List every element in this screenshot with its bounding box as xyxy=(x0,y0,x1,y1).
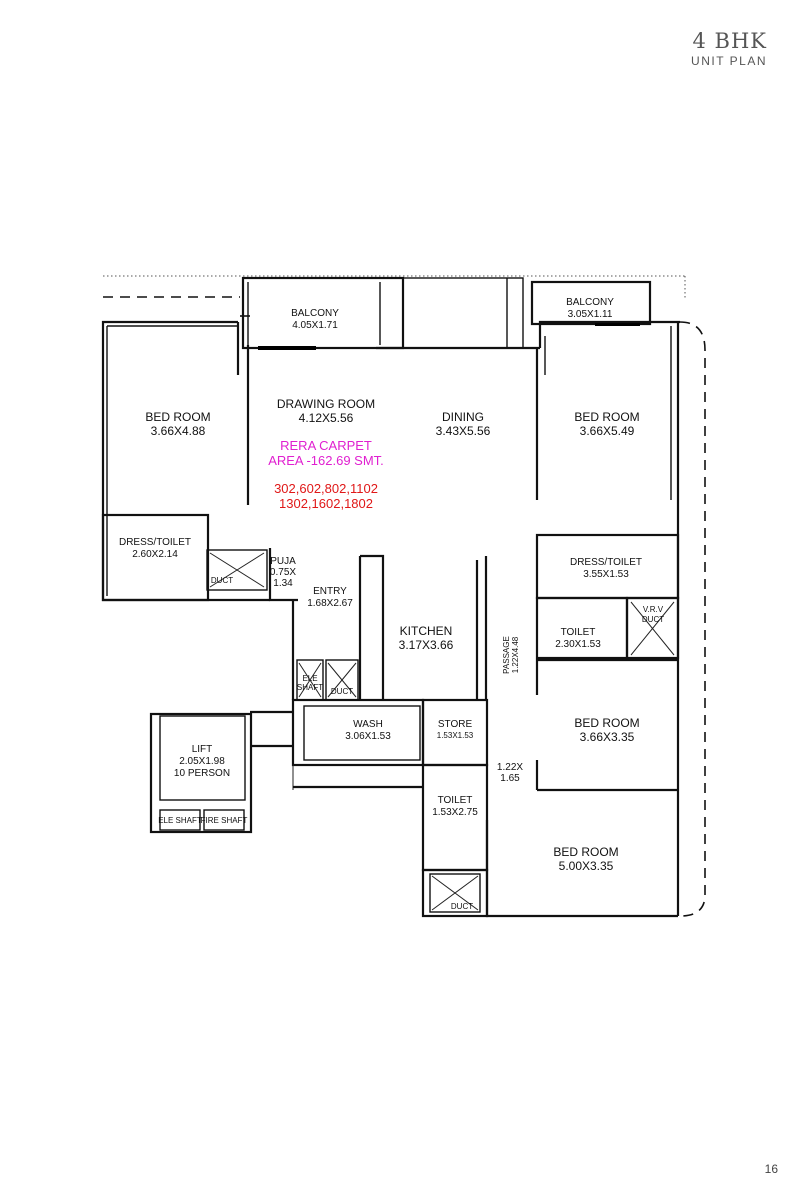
entry-size: 1.68X2.67 xyxy=(307,598,353,609)
bedroom-right-mid xyxy=(535,658,678,792)
puja-room xyxy=(268,548,298,602)
lift-name: LIFT xyxy=(192,744,213,755)
balcony-right-name: BALCONY xyxy=(566,297,614,308)
ele-shaft-small-label-2: SHAFT xyxy=(297,683,323,692)
toilet-lower-name: TOILET xyxy=(438,795,473,806)
wash-store xyxy=(291,698,489,790)
plan-type-title: 4 BHK xyxy=(692,29,767,53)
dress-toilet-left-size: 2.60X2.14 xyxy=(132,549,178,560)
vrv-duct xyxy=(625,596,680,660)
dress-toilet-right-name: DRESS/TOILET xyxy=(570,557,642,568)
drawing-room-name: DRAWING ROOM xyxy=(277,397,375,411)
bedroom-right-mid-size: 3.66X3.35 xyxy=(580,730,635,744)
passage-name: PASSAGE xyxy=(502,636,511,674)
unit-numbers-line1: 302,602,802,1102 xyxy=(274,481,378,496)
duct-lower xyxy=(421,868,489,918)
toilet-lower-size: 1.53X2.75 xyxy=(432,807,478,818)
balcony-right xyxy=(530,280,652,326)
page-number: 16 xyxy=(764,1162,778,1176)
entry-name: ENTRY xyxy=(313,586,347,597)
fire-shaft-label: FIRE SHAFT xyxy=(201,816,248,825)
vrv-duct-label-1: V.R.V xyxy=(643,605,664,614)
puja-label-3: 1.34 xyxy=(273,578,293,589)
lift-capacity: 10 PERSON xyxy=(174,768,230,779)
kitchen-size: 3.17X3.66 xyxy=(399,638,454,652)
puja-label-1: PUJA xyxy=(270,556,296,567)
unit-numbers-line2: 1302,1602,1802 xyxy=(279,496,373,511)
wash-name: WASH xyxy=(353,719,383,730)
bedroom-right-mid-name: BED ROOM xyxy=(574,716,639,730)
store-size: 1.53X1.53 xyxy=(437,731,474,740)
wash-size: 3.06X1.53 xyxy=(345,731,391,742)
dress-toilet-left-name: DRESS/TOILET xyxy=(119,537,191,548)
duct-lower-label: DUCT xyxy=(451,902,473,911)
toilet-mid-size: 2.30X1.53 xyxy=(555,639,601,650)
bedroom-bottom-name: BED ROOM xyxy=(553,845,618,859)
balcony-left-name: BALCONY xyxy=(291,308,339,319)
dining-size: 3.43X5.56 xyxy=(436,424,491,438)
balcony-right-size: 3.05X1.11 xyxy=(568,309,613,320)
dress-toilet-right-size: 3.55X1.53 xyxy=(583,569,629,580)
drawing-room-size: 4.12X5.56 xyxy=(299,411,354,425)
rera-carpet-label: RERA CARPET xyxy=(280,438,372,453)
puja-label-2: 0.75X xyxy=(270,567,296,578)
bedroom-right-top-name: BED ROOM xyxy=(574,410,639,424)
dining-name: DINING xyxy=(442,410,484,424)
vrv-duct-label-2: DUCT xyxy=(642,615,664,624)
bedroom-bottom-size: 5.00X3.35 xyxy=(559,859,614,873)
outer-walls xyxy=(101,320,706,917)
ele-shaft-small-label-1: ELE xyxy=(302,674,317,683)
rera-area-label: AREA -162.69 SMT. xyxy=(268,453,384,468)
passage-small-label-2: 1.65 xyxy=(500,773,520,784)
passage-small-label-1: 1.22X xyxy=(497,762,523,773)
balcony-railing xyxy=(402,277,524,349)
balcony-left-size: 4.05X1.71 xyxy=(292,320,338,331)
dress-toilet-left xyxy=(101,513,268,602)
kitchen-name: KITCHEN xyxy=(400,624,453,638)
bedroom-right-top-size: 3.66X5.49 xyxy=(580,424,635,438)
bedroom-left-size: 3.66X4.88 xyxy=(151,424,206,438)
kitchen-walls xyxy=(291,554,488,700)
passage-size: 1.22X4.48 xyxy=(511,636,520,673)
lift xyxy=(149,712,253,834)
duct-left-label: DUCT xyxy=(211,576,233,585)
lift-size: 2.05X1.98 xyxy=(179,756,225,767)
toilet-mid-name: TOILET xyxy=(561,627,596,638)
bedroom-bottom xyxy=(485,820,678,918)
bedroom-left-name: BED ROOM xyxy=(145,410,210,424)
ele-shaft-label: ELE SHAFT xyxy=(158,816,202,825)
store-name: STORE xyxy=(438,719,473,730)
duct-entry-label: DUCT xyxy=(331,687,353,696)
plan-type-subtitle: UNIT PLAN xyxy=(691,54,767,68)
